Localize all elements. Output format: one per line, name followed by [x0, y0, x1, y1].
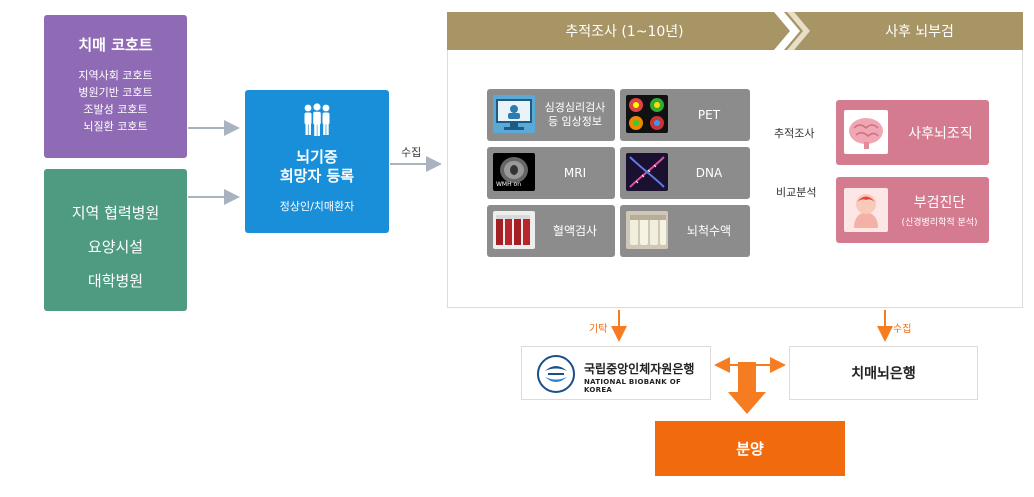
follow-up-label: 추적조사 [774, 127, 815, 140]
cohort-item: 지역사회 코호트 [78, 69, 153, 82]
collect2-label: 수집 [893, 324, 912, 335]
mri-scan-icon: WMH on [493, 153, 535, 191]
dna-icon [626, 153, 668, 191]
diagnosis-text: 부검진단 (신경병리학적 분석) [890, 177, 989, 243]
partners-box: 지역 협력병원 요양시설 대학병원 [44, 169, 187, 311]
test-cell-pet: PET [620, 89, 750, 141]
distribution-label: 분양 [736, 440, 764, 458]
autopsy-header: 사후 뇌부검 [796, 12, 1023, 50]
test-label: DNA [695, 166, 723, 180]
collect-label: 수집 [401, 146, 422, 159]
chevron-right-icon [774, 12, 810, 50]
test-label: MRI [563, 166, 587, 180]
test-label: PET [697, 108, 721, 122]
brainbank-box: 치매뇌은행 [789, 346, 978, 400]
partner-item: 대학병원 [87, 272, 144, 290]
biobank-name-ko: 국립중앙인체자원은행 [584, 362, 695, 376]
registration-box: 뇌기증 희망자 등록 정상인/치매환자 [245, 90, 389, 233]
registration-subtitle: 정상인/치매환자 [279, 200, 355, 213]
test-cell-csf: 뇌척수액 [620, 205, 750, 257]
registration-title: 뇌기증 희망자 등록 [245, 148, 389, 186]
monitor-icon [493, 95, 535, 133]
cohort-item: 뇌질환 코호트 [83, 120, 148, 133]
test-cell-blood: 혈액검사 [487, 205, 615, 257]
group-people-icon [304, 103, 330, 136]
blood-tubes-icon [493, 211, 535, 249]
registration-title-line1: 뇌기증 [296, 148, 338, 166]
partner-item: 요양시설 [87, 238, 144, 256]
followup-header-label: 추적조사 (1~10년) [565, 24, 684, 40]
compare-label: 비교분석 [776, 186, 817, 199]
biobank-box: 국립중앙인체자원은행 NATIONAL BIOBANK OF KOREA [521, 346, 711, 400]
registration-title-line2: 희망자 등록 [279, 167, 355, 185]
autopsy-header-label: 사후 뇌부검 [885, 24, 954, 40]
followup-header: 추적조사 (1~10년) [447, 12, 802, 50]
cohort-box: 치매 코호트 지역사회 코호트 병원기반 코호트 조발성 코호트 뇌질환 코호트 [44, 15, 187, 158]
head-scan-icon [844, 188, 888, 232]
csf-tubes-icon [626, 211, 668, 249]
cohort-item: 조발성 코호트 [83, 103, 148, 116]
test-label-line2: 등 임상정보 [547, 115, 603, 128]
pet-scan-icon [626, 95, 668, 133]
deposit-label: 기탁 [589, 324, 608, 335]
brain-tissue-label: 사후뇌조직 [908, 125, 973, 142]
partner-item: 지역 협력병원 [71, 204, 160, 222]
distribution-box: 분양 [655, 421, 845, 476]
cohort-item: 병원기반 코호트 [78, 86, 153, 99]
brainbank-name: 치매뇌은행 [851, 366, 916, 382]
biobank-name-en: NATIONAL BIOBANK OF KOREA [584, 378, 682, 394]
test-cell-dna: DNA [620, 147, 750, 199]
cohort-title: 치매 코호트 [78, 36, 153, 54]
test-label: 뇌척수액 [686, 224, 732, 238]
partners-list: 지역 협력병원 요양시설 대학병원 [44, 196, 187, 298]
cohort-list: 지역사회 코호트 병원기반 코호트 조발성 코호트 뇌질환 코호트 [44, 67, 187, 135]
diagnosis-box: 부검진단 (신경병리학적 분석) [836, 177, 989, 243]
mri-thumb-text: WMH on [496, 181, 522, 188]
brain-icon [844, 110, 888, 154]
biobank-logo-icon [537, 355, 575, 393]
test-label: 혈액검사 [552, 224, 598, 238]
arrow-to-distribution [728, 362, 766, 414]
test-cell-mri: WMH on MRI [487, 147, 615, 199]
diagnosis-label: 부검진단 [913, 195, 966, 211]
diagnosis-sub-label: (신경병리학적 분석) [901, 218, 978, 228]
brain-tissue-box: 사후뇌조직 [836, 100, 989, 165]
test-label-line1: 심경심리검사 [544, 101, 606, 114]
